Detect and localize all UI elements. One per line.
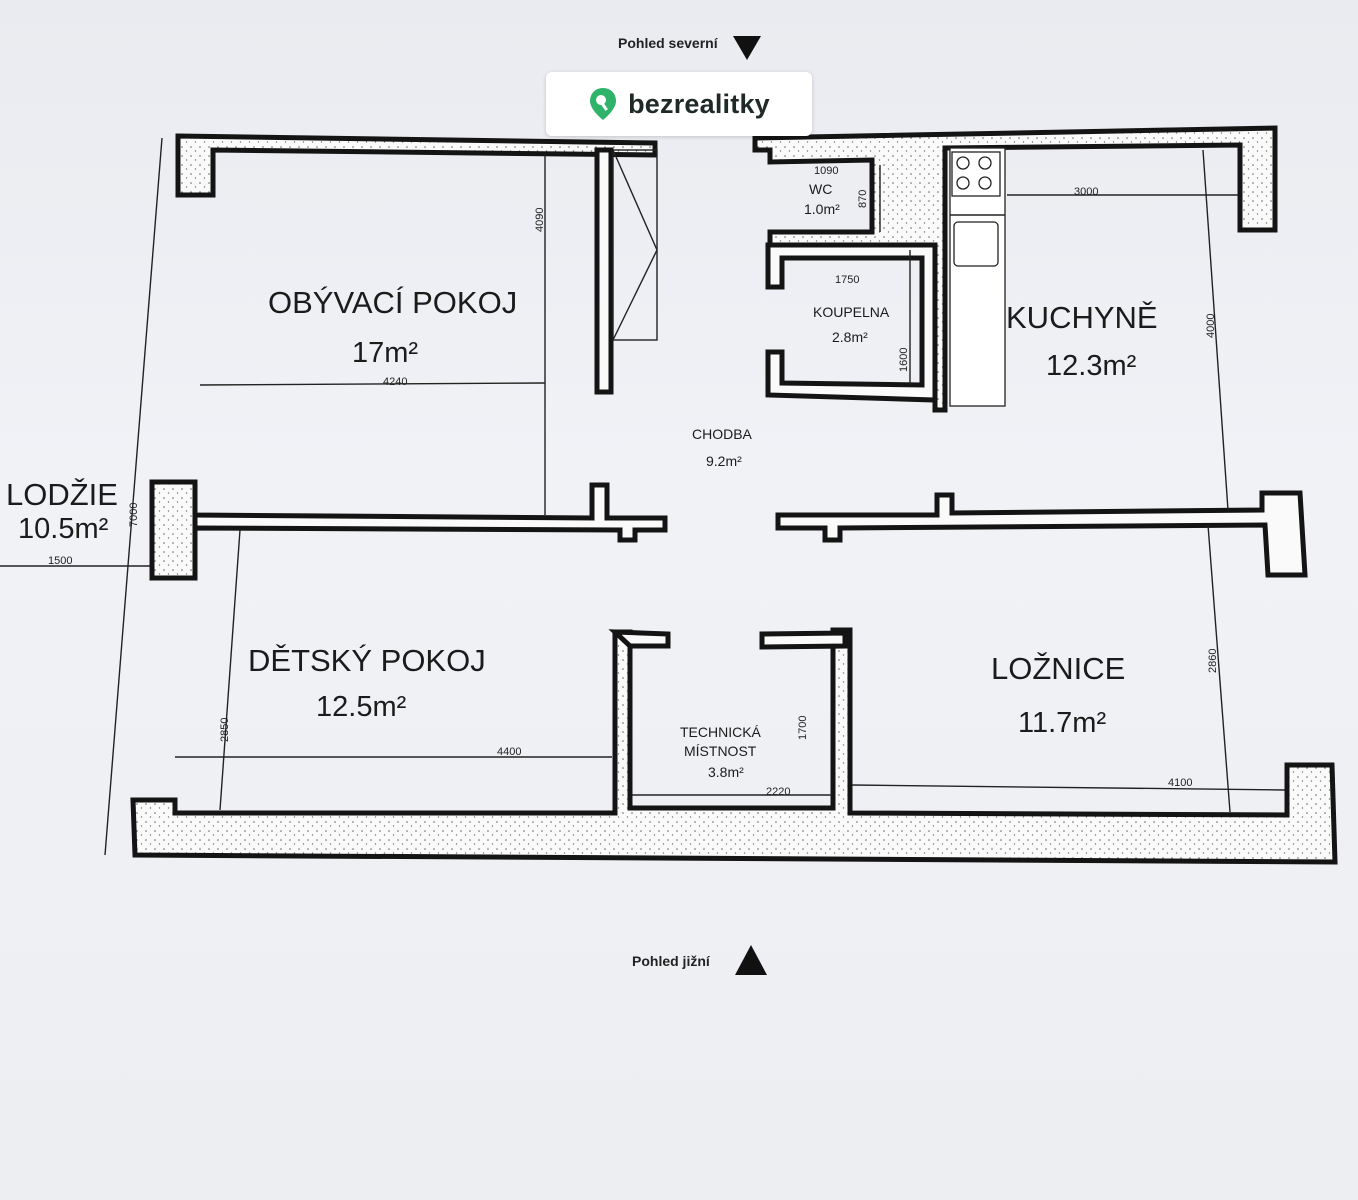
kuchyne-name: KUCHYNĚ — [1006, 300, 1158, 335]
top-wall-left — [175, 133, 658, 198]
koupelna-area: 2.8m² — [832, 329, 868, 345]
wardrobe — [612, 149, 658, 341]
wc-name: WC — [809, 181, 832, 197]
dim-koupelna-depth: 1600 — [898, 348, 910, 372]
kuchyne-depth-line — [1202, 149, 1229, 511]
south-view-label: Pohled jižní — [632, 953, 711, 969]
dim-lodzie-width: 1500 — [48, 555, 72, 567]
bathroom-wall — [765, 242, 938, 403]
burner-1 — [956, 156, 970, 170]
south-arrow-icon — [735, 945, 767, 975]
loznice-depth-line — [1207, 524, 1231, 813]
technicka-name-2: MÍSTNOST — [684, 743, 757, 759]
dim-obyvaci-width: 4240 — [383, 376, 407, 388]
koupelna-name: KOUPELNA — [813, 304, 890, 320]
dim-loznice-width: 4100 — [1168, 777, 1192, 789]
living-room-wall — [594, 147, 614, 395]
loznice-name: LOŽNICE — [991, 651, 1125, 686]
dim-loznice-depth: 2860 — [1207, 649, 1219, 673]
dim-technicka-depth: 1700 — [797, 716, 809, 740]
dim-wc-depth: 870 — [857, 190, 869, 208]
wc-area: 1.0m² — [804, 201, 840, 217]
loznice-width-line — [851, 784, 1286, 791]
brand-name: bezrealitky — [628, 88, 770, 119]
middle-wall-left — [149, 479, 668, 581]
location-pin-icon — [590, 88, 617, 120]
wardrobe-diagonals — [612, 149, 658, 341]
burner-4 — [978, 176, 992, 190]
dim-kuchyne-depth: 4000 — [1205, 314, 1217, 338]
burner-2 — [978, 156, 992, 170]
dim-lodzie-length: 7000 — [128, 503, 140, 527]
north-arrow-icon — [733, 36, 761, 60]
loggia-outline — [104, 137, 163, 856]
dim-wc-width: 1090 — [814, 165, 838, 177]
dim-kuchyne-width: 3000 — [1074, 186, 1098, 198]
obyvaci-area: 17m² — [352, 337, 418, 369]
dim-detsky-width: 4400 — [497, 746, 521, 758]
dim-technicka-width: 2220 — [766, 786, 790, 798]
detsky-depth-line — [219, 529, 241, 811]
dim-obyvaci-depth: 4090 — [534, 208, 546, 232]
detsky-name: DĚTSKÝ POKOJ — [248, 643, 486, 678]
dim-koupelna-width: 1750 — [835, 274, 859, 286]
technical-room-right-wall — [759, 630, 848, 650]
middle-wall-right — [775, 490, 1308, 578]
loggia-pillar — [149, 479, 198, 581]
bottom-wall — [130, 627, 1338, 865]
dim-detsky-depth: 2850 — [219, 718, 231, 742]
burner-3 — [956, 176, 970, 190]
detsky-area: 12.5m² — [316, 691, 407, 723]
bezrealitky-logo: bezrealitky — [546, 72, 812, 136]
technical-room-left-wall — [608, 629, 671, 649]
north-view-label: Pohled severní — [618, 35, 719, 51]
technicka-name-1: TECHNICKÁ — [680, 724, 762, 740]
chodba-name: CHODBA — [692, 426, 753, 442]
lodzie-area: 10.5m² — [18, 513, 109, 545]
obyvaci-width-line — [199, 382, 546, 386]
sink-icon — [953, 221, 999, 267]
chodba-area: 9.2m² — [706, 453, 742, 469]
kuchyne-area: 12.3m² — [1046, 350, 1137, 382]
loznice-area: 11.7m² — [1018, 707, 1106, 739]
technicka-area: 3.8m² — [708, 764, 744, 780]
obyvaci-name: OBÝVACÍ POKOJ — [268, 285, 517, 320]
lodzie-name: LODŽIE — [6, 477, 118, 512]
